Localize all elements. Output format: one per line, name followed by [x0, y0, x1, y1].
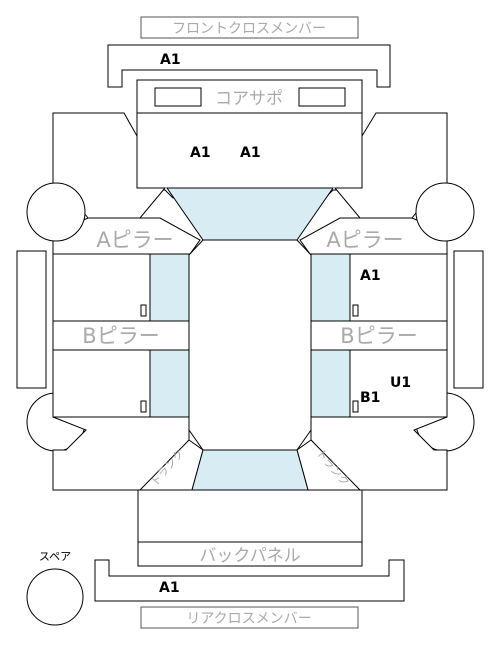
- rear-cross-member-label: リアクロスメンバー: [186, 611, 311, 627]
- right-headlight[interactable]: [298, 87, 346, 107]
- front-cross-member-label-box: [140, 16, 359, 39]
- left-front-wheel[interactable]: [26, 182, 86, 242]
- left-front-door-handle[interactable]: [140, 304, 147, 317]
- right-rear-window[interactable]: [310, 349, 351, 418]
- hood-left-code: A1: [190, 145, 211, 161]
- front-cross-member-label: フロントクロスメンバー: [172, 21, 326, 37]
- right-front-wheel[interactable]: [415, 182, 475, 242]
- right-rear-b-code: B1: [360, 390, 380, 406]
- windshield[interactable]: [166, 187, 334, 241]
- right-front-door-handle[interactable]: [352, 304, 359, 317]
- back-panel[interactable]: [137, 541, 363, 567]
- roof[interactable]: [188, 239, 312, 451]
- right-b-pillar[interactable]: [310, 320, 448, 351]
- right-front-window[interactable]: [310, 253, 351, 322]
- left-a-pillar-label: Aピラー: [96, 228, 173, 252]
- left-side-step[interactable]: [16, 250, 47, 389]
- left-rear-door-handle[interactable]: [140, 400, 147, 413]
- rear-cross-member[interactable]: [94, 559, 405, 602]
- right-front-door-code: A1: [360, 268, 381, 284]
- right-rear-door-handle[interactable]: [352, 400, 359, 413]
- hood-right-code: A1: [240, 145, 261, 161]
- left-front-window[interactable]: [149, 253, 190, 322]
- core-support-label: コアサポ: [215, 89, 283, 109]
- spare-tire[interactable]: [26, 568, 84, 626]
- rear-window[interactable]: [191, 449, 309, 491]
- right-a-pillar-label: Aピラー: [326, 228, 403, 252]
- rear-cross-member-label-box: [140, 606, 359, 629]
- right-rear-u-code: U1: [390, 375, 411, 391]
- back-panel-label: バックパネル: [199, 546, 300, 566]
- rear-cross-member-code: A1: [159, 580, 180, 596]
- right-b-pillar-label: Bピラー: [340, 324, 417, 348]
- left-b-pillar-label: Bピラー: [82, 324, 159, 348]
- front-cross-member-code: A1: [160, 52, 181, 68]
- spare-label: スペア: [39, 550, 71, 563]
- left-rear-window[interactable]: [149, 349, 190, 418]
- right-side-step[interactable]: [453, 250, 484, 389]
- front-cross-member[interactable]: [107, 44, 391, 88]
- left-headlight[interactable]: [154, 87, 202, 107]
- trunk[interactable]: [137, 489, 363, 543]
- left-rear-quarter[interactable]: [52, 416, 190, 491]
